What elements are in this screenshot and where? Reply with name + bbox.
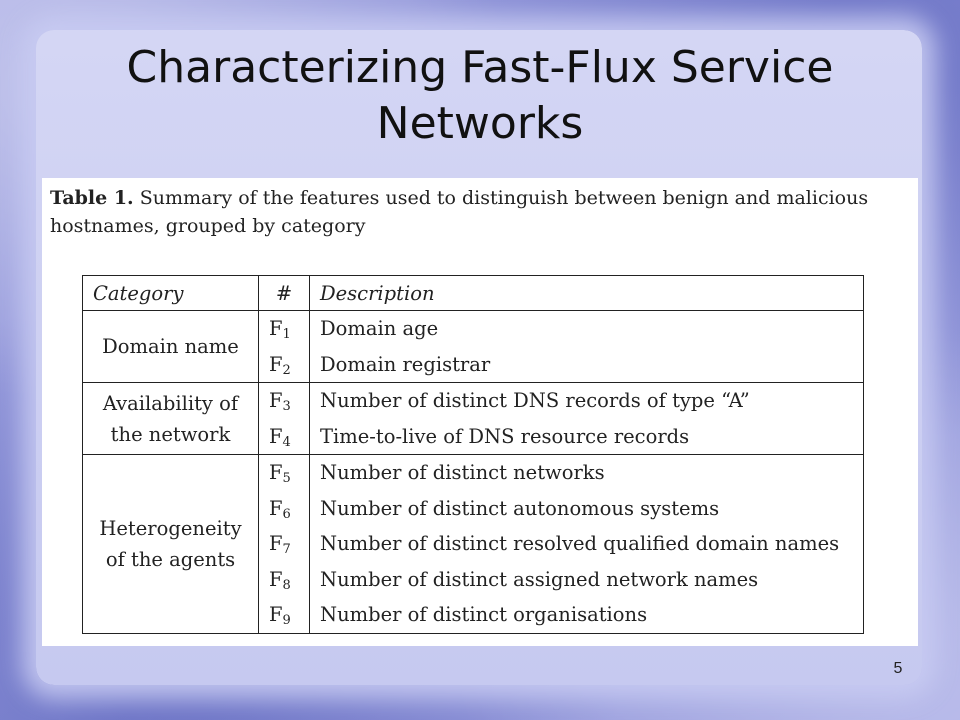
- feature-description: Number of distinct networks: [320, 461, 605, 484]
- feature-index: 2: [282, 362, 291, 378]
- feature-description: Time-to-live of DNS resource records: [320, 424, 690, 448]
- feature-letter: F: [269, 352, 283, 376]
- feature-description: Number of distinct autonomous systems: [320, 496, 720, 520]
- feature-letter: F: [269, 496, 283, 520]
- description-cell: Number of distinct DNS records of type “…: [309, 382, 864, 455]
- feature-description: Number of distinct assigned network name…: [320, 567, 759, 591]
- feature-letter: F: [269, 603, 283, 626]
- feature-index: 9: [282, 613, 291, 628]
- category-cell: Heterogeneity of the agents: [82, 454, 259, 634]
- feature-id: F8: [269, 562, 299, 598]
- page-number: 5: [893, 660, 903, 677]
- feature-id: F7: [269, 526, 299, 562]
- feature-index: 4: [282, 434, 291, 450]
- feature-id: F4: [269, 419, 299, 455]
- feature-description: Number of distinct DNS records of type “…: [320, 389, 750, 412]
- feature-letter: F: [269, 389, 283, 412]
- feature-index: 8: [282, 577, 291, 593]
- caption-label: Table 1.: [50, 187, 134, 209]
- feature-letter: F: [269, 424, 283, 448]
- feature-letter: F: [269, 567, 283, 591]
- feature-index: 6: [282, 506, 291, 522]
- feature-letter: F: [269, 532, 283, 555]
- category-cell: Domain name: [82, 310, 259, 383]
- caption-text: Summary of the features used to distingu…: [50, 187, 869, 237]
- feature-description: Number of distinct resolved qualified do…: [320, 532, 840, 555]
- header-number: #: [258, 275, 310, 311]
- feature-id: F6: [269, 491, 299, 527]
- feature-index: 1: [282, 327, 291, 342]
- feature-id: F9: [269, 597, 299, 633]
- slide-title: Characterizing Fast-Flux Service Network…: [126, 42, 834, 149]
- feature-letter: F: [269, 317, 283, 340]
- table-figure-image: Table 1. Summary of the features used to…: [42, 178, 918, 646]
- feature-index: 5: [282, 471, 291, 486]
- feature-id: F1: [269, 311, 299, 347]
- category-cell: Availability of the network: [82, 382, 259, 455]
- feature-description: Domain age: [320, 317, 439, 340]
- header-description: Description: [309, 275, 864, 311]
- feature-index: 7: [282, 542, 291, 557]
- feature-id: F2: [269, 347, 299, 383]
- feature-letter: F: [269, 461, 283, 484]
- feature-description: Domain registrar: [320, 352, 491, 376]
- header-category: Category: [82, 275, 259, 311]
- feature-id: F3: [269, 383, 299, 419]
- feature-id: F5: [269, 455, 299, 491]
- feature-index: 3: [282, 399, 291, 414]
- table-header-row: Category # Description: [82, 275, 864, 311]
- table-caption: Table 1. Summary of the features used to…: [50, 184, 912, 240]
- feature-description: Number of distinct organisations: [320, 603, 648, 626]
